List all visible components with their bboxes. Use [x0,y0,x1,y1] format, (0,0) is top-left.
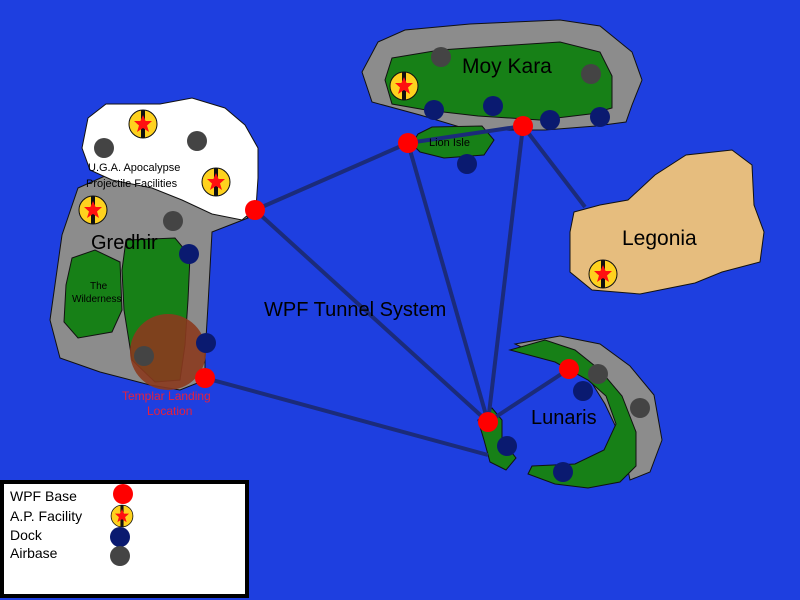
lunaris-label: Lunaris [531,407,597,429]
wpf-base-marker [478,412,498,432]
wpf-base-markers [195,116,579,432]
dock-marker [179,244,199,264]
legend-dock-icon [110,527,130,547]
facilities-label-line2: Projectile Facilities [86,178,178,190]
airbase-marker [630,398,650,418]
ap-facility-marker [588,259,618,289]
tunnel-line [254,141,409,212]
moy-kara-label: Moy Kara [462,55,552,78]
templar-landing-label-line1: Templar Landing [122,389,211,403]
tunnel-line [521,124,587,209]
dock-marker [573,381,593,401]
ap-facility-marker [201,167,231,197]
airbase-marker [94,138,114,158]
dock-marker [483,96,503,116]
tunnel-line [204,376,489,457]
tunnel-line [253,208,490,424]
airbase-marker [581,64,601,84]
wilderness-label-line1: The [90,281,108,292]
airbase-marker [187,131,207,151]
dock-markers [179,96,610,482]
wpf-base-marker [195,368,215,388]
gredhir-label: Gredhir [91,232,158,254]
legend-ap-facility-icon [110,504,134,528]
ap-facility-marker [128,109,158,139]
ap-facility-marker [78,195,108,225]
airbase-marker [163,211,183,231]
airbase-markers [94,47,650,418]
lion-isle-label: Lion Isle [429,137,470,149]
wpf-base-marker [513,116,533,136]
wilderness-label-line2: Wilderness [72,294,121,305]
tunnel-network [204,124,587,457]
facilities-label-line1: U.G.A. Apocalypse [88,162,180,174]
dock-marker [196,333,216,353]
legend-airbase-label: Airbase [10,545,58,561]
dock-marker [540,110,560,130]
templar-landing-label-line2: Location [147,404,192,418]
legend-airbase-icon [110,546,130,566]
tunnel-line [406,142,490,423]
tunnel-line [486,367,571,424]
legend-dock-label: Dock [10,527,43,543]
wpf-base-marker [559,359,579,379]
legonia-island [569,149,765,295]
tunnel-line [486,125,525,423]
dock-marker [553,462,573,482]
legend-wpf-base-icon [113,484,133,504]
wpf-base-marker [245,200,265,220]
airbase-marker [588,364,608,384]
legend: WPF Base A.P. Facility Dock Airbase [0,480,249,598]
tunnel-line [407,124,524,145]
wpf-base-marker [398,133,418,153]
tunnel-system-label: WPF Tunnel System [264,299,446,321]
airbase-marker [134,346,154,366]
dock-marker [497,436,517,456]
airbase-marker [431,47,451,67]
legend-wpf-base-label: WPF Base [10,488,77,504]
legend-ap-facility-label: A.P. Facility [10,508,82,524]
dock-marker [457,154,477,174]
ap-facility-marker [389,71,419,101]
templar-landing-zone [130,314,206,390]
dock-marker [590,107,610,127]
dock-marker [424,100,444,120]
legonia-label: Legonia [622,227,697,250]
